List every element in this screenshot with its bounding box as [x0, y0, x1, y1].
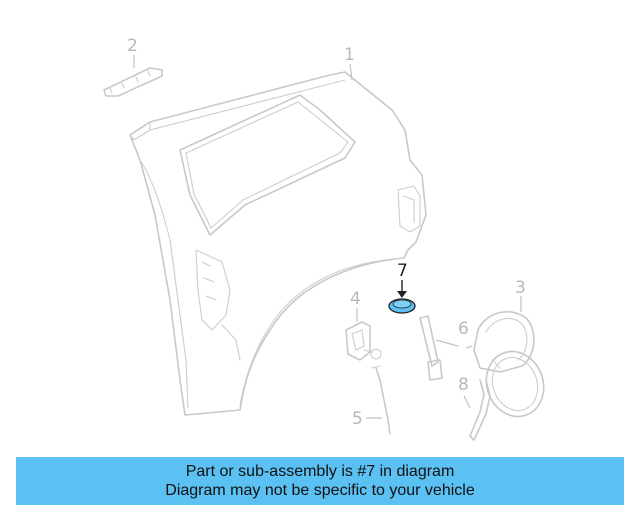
caption-bar: Part or sub-assembly is #7 in diagram Di… [16, 457, 624, 505]
callout-8: 8 [458, 375, 469, 395]
caption-line-1: Part or sub-assembly is #7 in diagram [185, 463, 455, 480]
callout-4: 4 [350, 289, 361, 309]
leader-6a [435, 339, 459, 347]
part-2-bracket [103, 67, 163, 97]
leader-6b [465, 345, 473, 349]
part-1-quarter-panel [129, 71, 427, 416]
leader-1 [349, 63, 353, 81]
part-8-drain-tube [469, 379, 491, 441]
part-7-highlighted [388, 298, 416, 314]
callout-2: 2 [127, 36, 138, 56]
part-5-cable [371, 365, 391, 435]
callout-5: 5 [352, 409, 363, 429]
leader-8 [463, 395, 471, 409]
callout-6: 6 [458, 319, 469, 339]
part-6-hinge [419, 315, 443, 381]
callout-1: 1 [344, 45, 355, 65]
part-4-actuator [345, 321, 382, 361]
callout-7: 7 [397, 261, 408, 281]
caption-line-2: Diagram may not be specific to your vehi… [165, 482, 475, 499]
arrowhead-7 [397, 291, 407, 298]
callout-3: 3 [515, 278, 526, 298]
part-3-fuel-door [473, 310, 545, 418]
